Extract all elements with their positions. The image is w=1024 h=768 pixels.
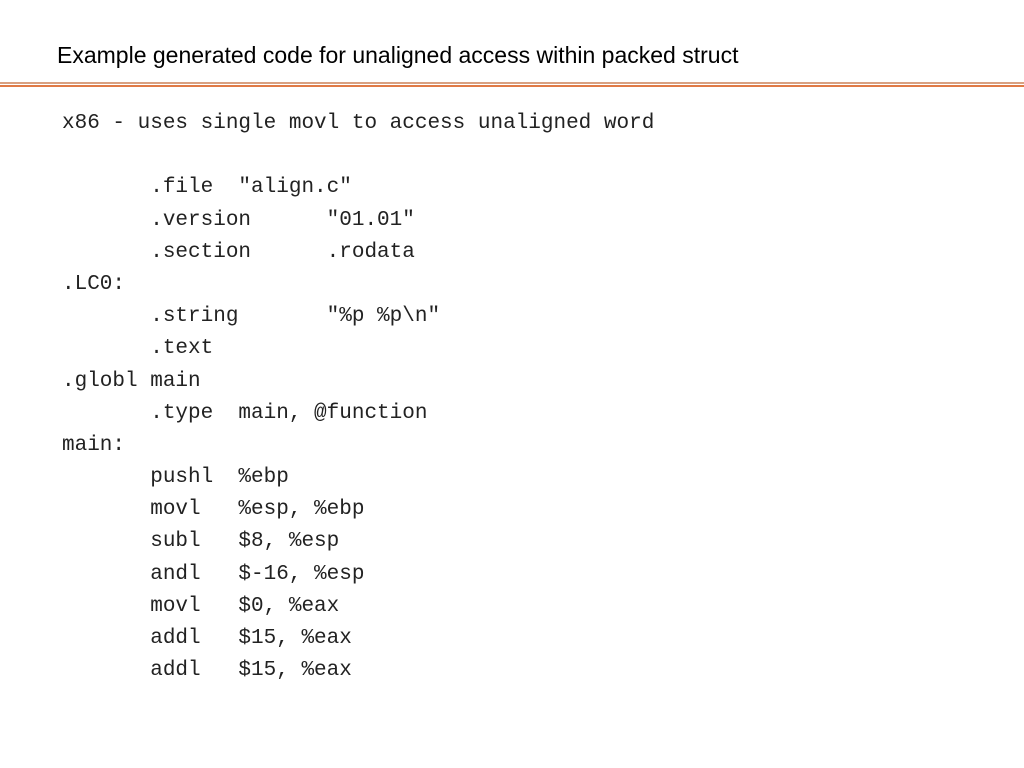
code-line: .version "01.01" xyxy=(62,208,415,232)
code-label-line: main: xyxy=(62,433,126,457)
code-label-line: .LC0: xyxy=(62,272,126,296)
code-line: .globl main xyxy=(62,369,201,393)
title-divider-accent xyxy=(0,85,1024,87)
slide-title: Example generated code for unaligned acc… xyxy=(57,42,739,68)
code-line: .string "%p %p\n" xyxy=(62,305,441,329)
code-line: movl $0, %eax xyxy=(62,594,340,618)
title-divider xyxy=(0,82,1024,84)
code-line: addl $15, %eax xyxy=(62,627,352,650)
code-line xyxy=(62,140,654,172)
code-line: addl $15, %eax xyxy=(62,659,352,683)
code-line: andl $-16, %esp xyxy=(62,562,365,586)
code-line: movl %esp, %ebp xyxy=(62,498,365,522)
code-line: .file "align.c" xyxy=(62,176,352,200)
code-line: .text xyxy=(62,337,214,361)
code-line: subl $8, %esp xyxy=(62,530,340,554)
code-line: .type main, @function xyxy=(62,401,428,425)
code-line: .section .rodata xyxy=(62,240,415,264)
code-heading-line: x86 - uses single movl to access unalign… xyxy=(62,112,655,135)
assembly-code-block: x86 - uses single movl to access unalign… xyxy=(62,108,654,687)
code-line: pushl %ebp xyxy=(62,466,289,490)
